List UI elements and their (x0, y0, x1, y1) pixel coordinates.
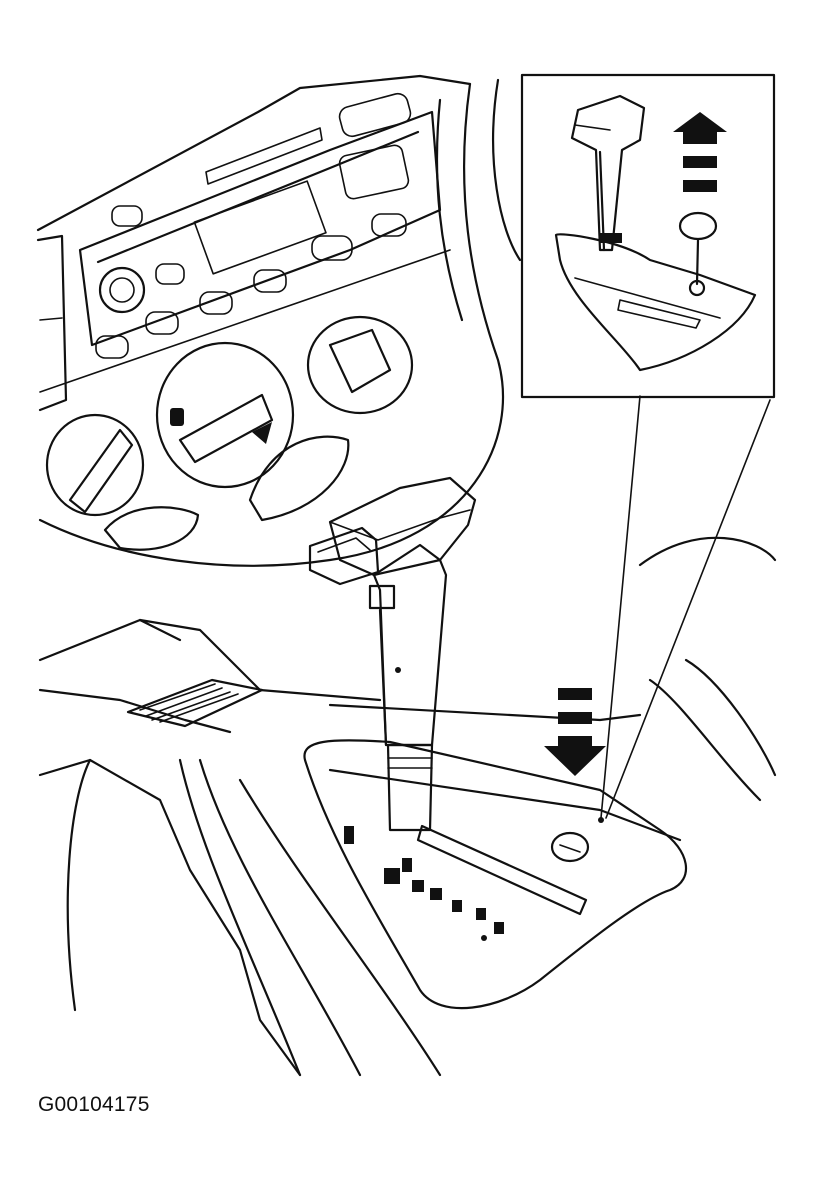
gear-position-labels (344, 826, 504, 941)
inset-shifter (554, 94, 757, 372)
dashboard-center-stack (36, 74, 505, 567)
center-console (38, 476, 777, 1077)
shifter-gate-plate (303, 739, 688, 1010)
radio-unit (78, 92, 442, 359)
release-button-callout (678, 211, 718, 286)
inset-detail (520, 73, 776, 399)
climate-controls (45, 315, 414, 551)
figure-id-label: G00104175 (38, 1093, 150, 1116)
arrow-up-icon (673, 112, 727, 192)
shifter-lever (308, 476, 477, 832)
arrow-down-icon (544, 688, 606, 776)
console-vent (126, 678, 264, 728)
